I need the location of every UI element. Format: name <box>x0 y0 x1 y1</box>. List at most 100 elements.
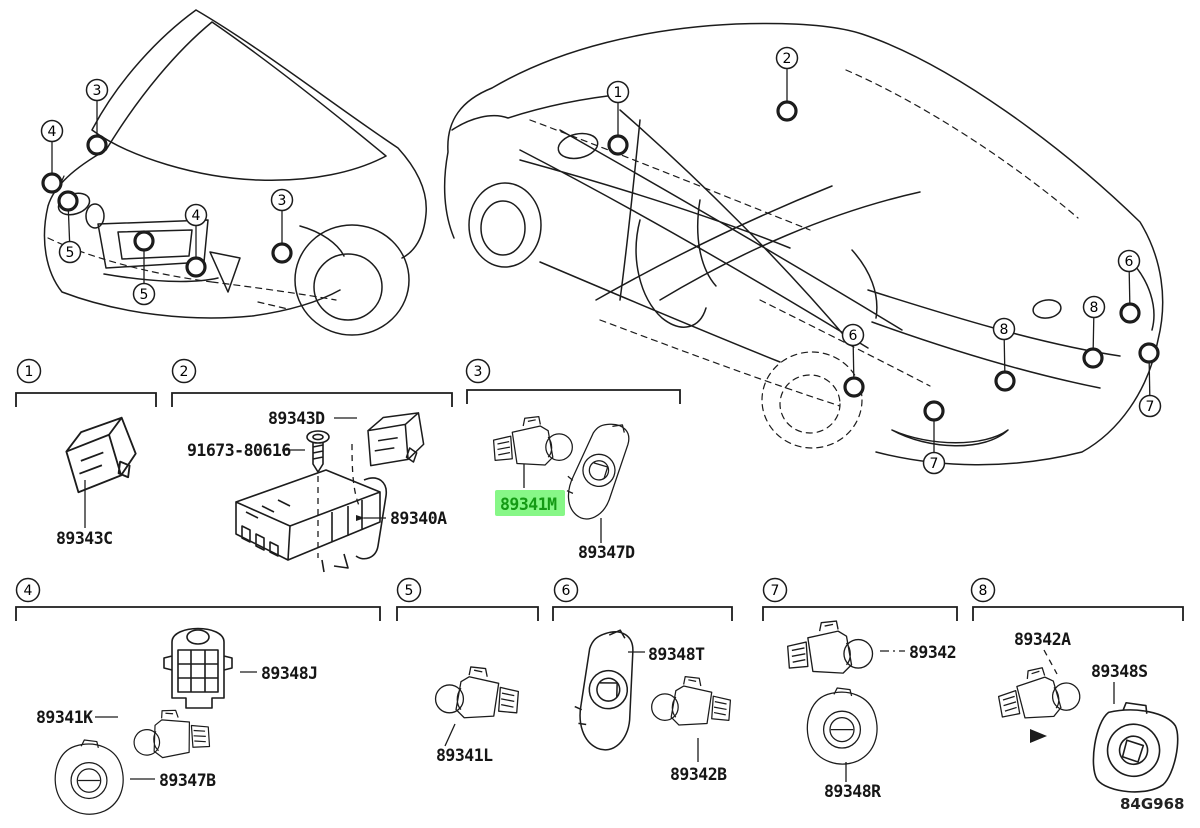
sensor-location-marker <box>41 172 63 194</box>
part-number-label[interactable]: 89348R <box>824 782 882 801</box>
callout-circle <box>1082 295 1106 319</box>
section-number-circle <box>762 577 788 603</box>
section-number-circle <box>171 358 197 384</box>
callout-circle <box>184 203 208 227</box>
callout-circle <box>922 451 946 475</box>
part-sketch-module <box>362 405 429 474</box>
callout-number: 6 <box>849 328 858 344</box>
side-callout-7-right: 7 <box>1138 342 1162 418</box>
section-number: 8 <box>979 583 988 599</box>
callout-number: 6 <box>1125 254 1134 270</box>
leader-lines <box>523 464 602 543</box>
section-number: 3 <box>474 364 483 380</box>
rear-car-dashed-lines <box>529 69 1079 407</box>
callout-circle <box>40 119 64 143</box>
section-number: 1 <box>25 364 34 380</box>
callout-circle <box>270 188 294 212</box>
part-sketch-screw <box>306 430 330 473</box>
section-header-7: 7 <box>762 577 958 621</box>
part-sketch-ecu <box>235 469 388 573</box>
section-2-parts: 89343D 91673-80616 89340A <box>187 405 448 573</box>
section-header-5: 5 <box>396 577 539 621</box>
section-bracket <box>466 389 681 404</box>
part-number-label[interactable]: 89341M <box>500 495 558 514</box>
front-car-line-art <box>43 9 427 336</box>
section-bracket <box>15 606 381 621</box>
section-7-parts: 89342 89348R <box>787 620 957 801</box>
part-number-label[interactable]: 89347D <box>578 543 636 562</box>
callout-number: 3 <box>93 83 102 99</box>
section-header-2: 2 <box>171 358 453 407</box>
highlighted-part-number[interactable]: 89341M <box>495 490 565 516</box>
section-number-circle <box>553 577 579 603</box>
callout-number: 7 <box>930 456 939 472</box>
sensor-location-marker <box>86 134 108 156</box>
part-number-label[interactable]: 89341K <box>36 708 94 727</box>
part-number-label[interactable]: 89343D <box>268 409 326 428</box>
section-number-circle <box>465 358 491 384</box>
part-number-label[interactable]: 89342A <box>1014 630 1072 649</box>
section-header-1: 1 <box>15 358 157 407</box>
side-front-wheel-outer <box>468 182 542 268</box>
install-direction-arrow <box>1030 729 1047 743</box>
section-header-8: 8 <box>970 577 1184 621</box>
part-sketch-retainer <box>566 628 644 754</box>
side-callout-2: 2 <box>775 46 799 122</box>
leader-lines <box>282 417 386 519</box>
part-number-label[interactable]: 89348T <box>648 645 706 664</box>
part-sketch-retainer <box>560 416 632 525</box>
section-number-circle <box>396 577 422 603</box>
callout-number: 5 <box>140 287 149 303</box>
part-sketch-sensor <box>492 416 573 466</box>
part-number-label[interactable]: 89341L <box>436 746 494 765</box>
callout-number: 5 <box>66 245 75 261</box>
section-3-parts: 89341M 89347D <box>492 416 636 562</box>
callout-number: 7 <box>1146 399 1155 415</box>
section-8-parts: 89342A 89348S <box>995 630 1184 799</box>
sensor-location-marker <box>271 242 293 264</box>
callout-circle <box>132 282 156 306</box>
highlight-box[interactable] <box>495 490 565 516</box>
sensor-location-marker <box>133 230 155 252</box>
front-callout-5-center: 5 <box>132 230 156 306</box>
sensor-location-marker <box>57 190 79 212</box>
part-number-label[interactable]: 89348S <box>1091 662 1148 681</box>
part-number-label[interactable]: 89348J <box>261 664 318 683</box>
part-sketch-sensor <box>434 666 520 719</box>
section-bracket <box>396 606 539 621</box>
section-4-parts: 89348J 89341K 89347B <box>36 627 318 815</box>
leader-lines <box>444 723 456 747</box>
callout-circle <box>1117 249 1141 273</box>
front-wheel-inner <box>313 253 383 321</box>
part-number-label[interactable]: 89347B <box>159 771 217 790</box>
part-number-label[interactable]: 89340A <box>390 509 448 528</box>
section-number-circle <box>15 577 41 603</box>
rear-car-body-lines <box>443 22 1164 466</box>
rear-car-line-art <box>443 22 1164 466</box>
section-1-parts: 89343C <box>56 415 140 548</box>
section-number: 7 <box>771 583 780 599</box>
section-number: 5 <box>405 583 414 599</box>
section-number: 6 <box>562 583 571 599</box>
callout-number: 1 <box>614 85 623 101</box>
front-car-body-lines <box>43 9 427 319</box>
part-number-label[interactable]: 89342 <box>909 643 957 662</box>
section-bracket <box>762 606 958 621</box>
side-callout-7-center: 7 <box>922 400 946 475</box>
sensor-location-marker <box>1119 302 1141 324</box>
part-number-label[interactable]: 89342B <box>670 765 728 784</box>
section-number-circle <box>970 577 996 603</box>
section-bracket <box>972 606 1184 621</box>
part-sketch-sensor <box>787 620 874 674</box>
section-number: 2 <box>180 364 189 380</box>
part-number-label[interactable]: 91673-80616 <box>187 441 292 460</box>
part-sketch-retainer-bracket <box>163 627 233 709</box>
fog-lamp <box>85 203 105 229</box>
sensor-location-marker <box>923 400 945 422</box>
door-mirror <box>557 132 599 160</box>
callout-circle <box>841 323 865 347</box>
callout-circle <box>606 80 630 104</box>
part-number-label[interactable]: 89343C <box>56 529 113 548</box>
section-header-6: 6 <box>552 577 733 621</box>
